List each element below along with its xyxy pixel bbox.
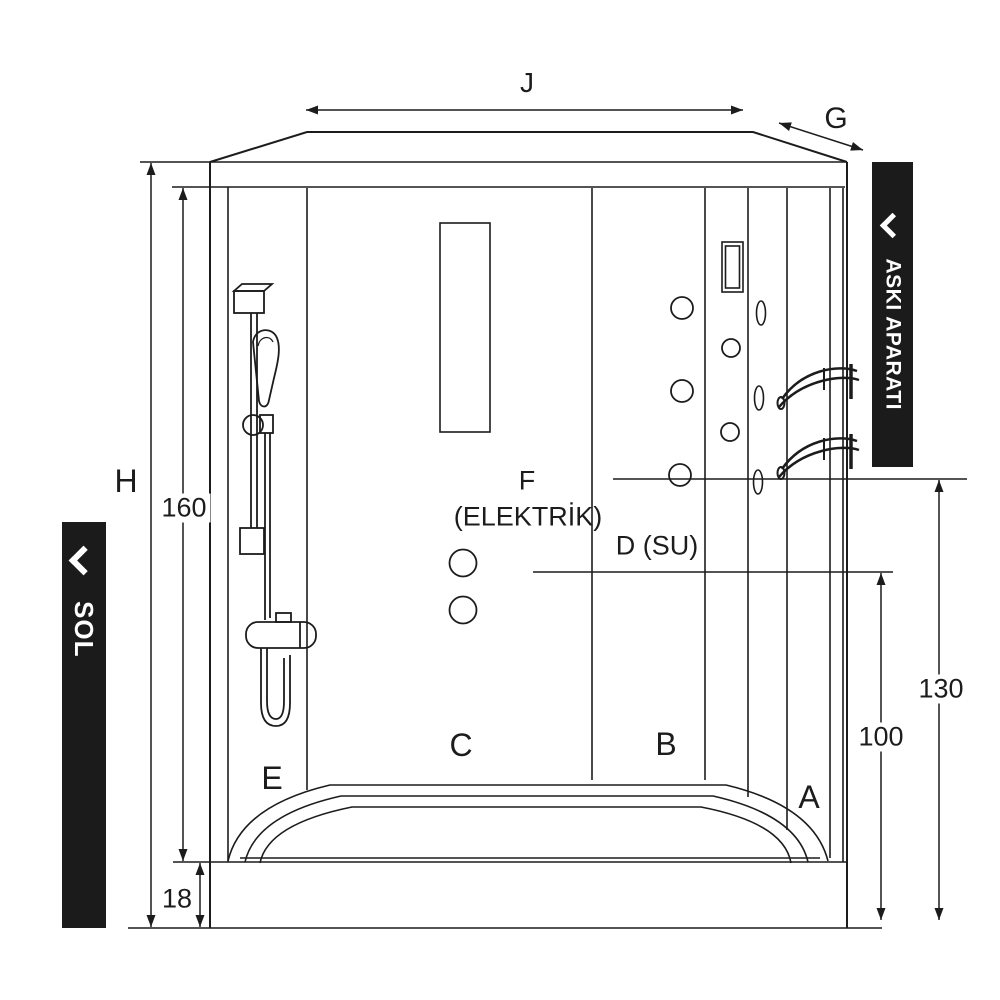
towel-hook-lower — [776, 434, 860, 480]
reference-lines — [533, 478, 967, 573]
part-label-f: F — [518, 465, 536, 496]
banner-aski-label: ASKI APARATI — [881, 258, 905, 410]
banner-aski-aparati: ASKI APARATI — [872, 162, 913, 467]
body-jets — [668, 296, 741, 487]
shower-rail-assembly — [231, 283, 317, 727]
dim-label-h: H — [114, 463, 138, 499]
banner-sol: SOL — [62, 522, 106, 928]
back-wall-niche — [439, 222, 491, 433]
banner-sol-label: SOL — [69, 601, 100, 658]
cabin-lines — [128, 161, 882, 929]
part-label-d-note: D (SU) — [615, 530, 699, 561]
tray-rim-outer — [227, 784, 829, 862]
tray-rim-inner — [259, 806, 792, 864]
dimension-lines — [146, 105, 944, 927]
chevron-up-icon — [69, 545, 99, 576]
holder-clamp — [259, 414, 274, 434]
holder-knob — [242, 414, 264, 436]
part-label-a: A — [798, 779, 820, 815]
mixer-body — [245, 621, 317, 649]
mixer-knob — [275, 612, 292, 623]
control-panel — [721, 241, 744, 293]
dim-label-100: 100 — [854, 722, 908, 752]
part-label-f-note: (ELEKTRİK) — [453, 501, 603, 532]
rail-top-bracket-front — [233, 290, 265, 314]
banner-sol-content: SOL — [62, 522, 106, 928]
banner-aski-content: ASKI APARATI — [872, 162, 913, 467]
chevron-up-icon — [879, 212, 906, 238]
hose-loop-inner — [266, 648, 285, 720]
dim-g — [778, 122, 864, 151]
spray-nozzles — [752, 300, 767, 495]
interior-panels — [227, 187, 844, 862]
hose-loop-outer — [260, 648, 291, 727]
rail-bottom-bracket — [239, 527, 265, 555]
part-label-b: B — [655, 726, 677, 762]
dim-label-130: 130 — [914, 674, 968, 704]
roof-outline — [209, 131, 848, 163]
shower-tray — [227, 784, 829, 864]
part-label-c: C — [449, 727, 473, 763]
towel-hooks — [776, 364, 860, 480]
rail-top-bracket — [231, 283, 275, 292]
tray-rim-middle — [244, 795, 809, 863]
towel-hook-upper — [776, 364, 860, 410]
valve-knobs — [448, 548, 478, 625]
dim-label-160: 160 — [157, 493, 211, 523]
dim-label-g: G — [824, 102, 848, 135]
hand-shower — [252, 329, 280, 408]
part-label-e: E — [261, 760, 283, 796]
dim-label-18: 18 — [161, 883, 193, 914]
dim-label-j: J — [520, 67, 534, 98]
